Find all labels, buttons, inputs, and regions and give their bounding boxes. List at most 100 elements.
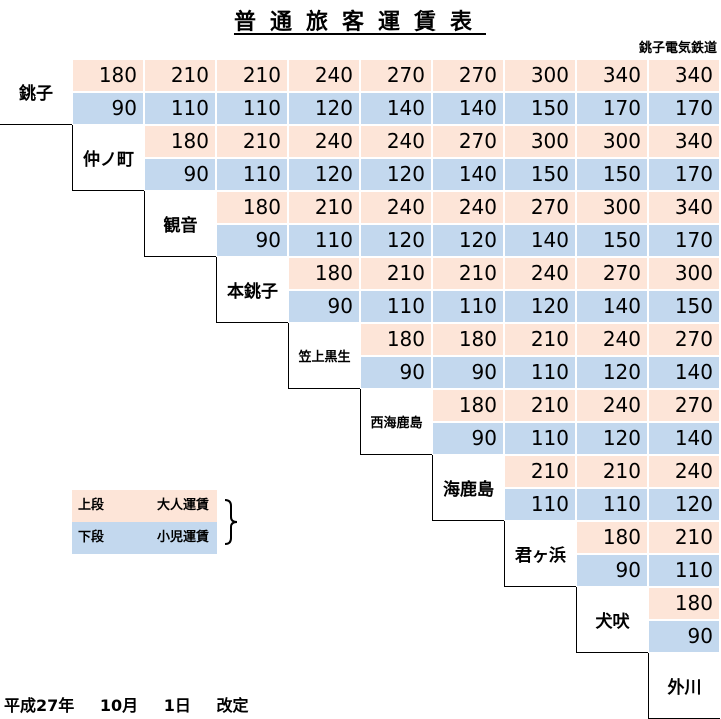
fare-adult: 340 xyxy=(648,59,720,92)
fare-adult: 210 xyxy=(216,59,288,92)
fare-child: 120 xyxy=(504,290,576,323)
station-8: 犬吠 xyxy=(576,587,648,653)
fare-child: 150 xyxy=(576,158,648,191)
fare-child: 90 xyxy=(360,356,432,389)
legend-lower-key: 下段 xyxy=(78,530,105,545)
fare-child: 120 xyxy=(576,422,648,455)
fare-child: 150 xyxy=(504,158,576,191)
fare-adult: 270 xyxy=(648,323,720,356)
fare-child: 120 xyxy=(360,224,432,257)
fare-adult: 270 xyxy=(360,59,432,92)
station-1: 仲ノ町 xyxy=(72,125,144,191)
legend-upper-key: 上段 xyxy=(78,498,105,513)
fare-child: 120 xyxy=(360,158,432,191)
fare-child: 140 xyxy=(432,92,504,125)
fare-child: 150 xyxy=(576,224,648,257)
fare-child: 90 xyxy=(648,620,720,653)
company-name: 銚子電気鉄道 xyxy=(638,41,717,56)
station-2: 観音 xyxy=(144,191,216,257)
fare-child: 120 xyxy=(432,224,504,257)
fare-adult: 210 xyxy=(504,455,576,488)
fare-child: 110 xyxy=(576,488,648,521)
fare-child: 90 xyxy=(432,356,504,389)
fare-adult: 210 xyxy=(288,191,360,224)
fare-adult: 300 xyxy=(576,191,648,224)
fare-adult: 240 xyxy=(432,191,504,224)
fare-adult: 340 xyxy=(648,191,720,224)
fare-child: 120 xyxy=(648,488,720,521)
fare-child: 110 xyxy=(504,422,576,455)
fare-child: 170 xyxy=(648,158,720,191)
fare-adult: 240 xyxy=(288,125,360,158)
fare-child: 90 xyxy=(432,422,504,455)
fare-child: 170 xyxy=(648,92,720,125)
fare-adult: 210 xyxy=(432,257,504,290)
fare-child: 150 xyxy=(648,290,720,323)
fare-child: 170 xyxy=(648,224,720,257)
fare-adult: 240 xyxy=(504,257,576,290)
fare-adult: 240 xyxy=(288,59,360,92)
fare-child: 150 xyxy=(504,92,576,125)
fare-child: 140 xyxy=(576,290,648,323)
fare-child: 110 xyxy=(216,158,288,191)
fare-child: 110 xyxy=(432,290,504,323)
legend-upper-value: 大人運賃 xyxy=(156,498,209,513)
station-3: 本銚子 xyxy=(216,257,288,323)
page-title: 普通旅客運賃表 xyxy=(233,10,486,35)
fare-adult: 180 xyxy=(72,59,144,92)
fare-child: 120 xyxy=(288,92,360,125)
fare-adult: 180 xyxy=(360,323,432,356)
fare-child: 110 xyxy=(216,92,288,125)
fare-adult: 240 xyxy=(576,389,648,422)
fare-adult: 210 xyxy=(648,521,720,554)
fare-child: 110 xyxy=(504,356,576,389)
fare-child: 90 xyxy=(144,158,216,191)
fare-child: 120 xyxy=(288,158,360,191)
fare-adult: 340 xyxy=(576,59,648,92)
legend-lower-value: 小児運賃 xyxy=(156,530,209,545)
fare-child: 110 xyxy=(360,290,432,323)
fare-child: 170 xyxy=(576,92,648,125)
fare-adult: 240 xyxy=(360,191,432,224)
fare-child: 140 xyxy=(648,422,720,455)
fare-adult: 240 xyxy=(648,455,720,488)
station-4: 笠上黒生 xyxy=(288,323,360,389)
footer-day: 1日 xyxy=(163,696,191,715)
fare-adult: 240 xyxy=(360,125,432,158)
fare-adult: 180 xyxy=(216,191,288,224)
fare-child: 90 xyxy=(72,92,144,125)
fare-child: 120 xyxy=(576,356,648,389)
fare-adult: 210 xyxy=(504,389,576,422)
fare-child: 90 xyxy=(576,554,648,587)
fare-adult: 340 xyxy=(648,125,720,158)
fare-adult: 240 xyxy=(576,323,648,356)
fare-adult: 300 xyxy=(504,59,576,92)
fare-child: 140 xyxy=(504,224,576,257)
footer-era: 平成27年 xyxy=(4,696,75,715)
fare-adult: 270 xyxy=(504,191,576,224)
fare-child: 140 xyxy=(648,356,720,389)
fare-adult: 300 xyxy=(648,257,720,290)
fare-adult: 180 xyxy=(648,587,720,620)
fare-adult: 180 xyxy=(432,389,504,422)
fare-adult: 180 xyxy=(288,257,360,290)
station-5: 西海鹿島 xyxy=(360,389,432,455)
fare-adult: 210 xyxy=(504,323,576,356)
fare-adult: 210 xyxy=(216,125,288,158)
station-6: 海鹿島 xyxy=(432,455,504,521)
fare-adult: 270 xyxy=(432,59,504,92)
fare-child: 140 xyxy=(432,158,504,191)
fare-child: 90 xyxy=(216,224,288,257)
fare-adult: 270 xyxy=(648,389,720,422)
fare-child: 110 xyxy=(504,488,576,521)
legend-lower: 下段 小児運賃 xyxy=(72,522,217,554)
footer-month: 10月 xyxy=(99,696,139,715)
legend-upper: 上段 大人運賃 xyxy=(72,490,217,522)
fare-adult: 270 xyxy=(576,257,648,290)
station-7: 君ヶ浜 xyxy=(504,521,576,587)
fare-child: 110 xyxy=(144,92,216,125)
fare-child: 110 xyxy=(648,554,720,587)
fare-child: 140 xyxy=(360,92,432,125)
fare-adult: 210 xyxy=(144,59,216,92)
fare-adult: 180 xyxy=(576,521,648,554)
